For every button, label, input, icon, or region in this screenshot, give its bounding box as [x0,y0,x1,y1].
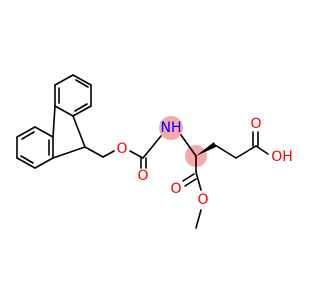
molecule-canvas: O O NH O O O OH [16,74,293,229]
side-chain-bond-1 [214,144,237,159]
stereo-wedge [196,142,216,156]
nitrogen-highlight [159,116,183,140]
ester-carbonyl-oxygen-label: O [170,181,181,197]
ch2-o-bond [102,150,115,158]
fluorene-top-ring [54,74,92,117]
amide-nitrogen-label: NH [161,120,182,136]
ester-c-o-double-1 [182,173,195,182]
carbamate-oxygen-label: O [137,168,148,184]
fluorene-five-ring [52,105,86,159]
o-carbamate-bond [129,150,144,159]
n-calpha-bond [180,134,197,157]
structure-diagram: O O NH O O O OH [16,74,293,229]
ester-c-ome-bond [195,171,202,191]
acid-carbonyl-oxygen-label: O [250,116,261,132]
ester-oxygen-label: O [116,141,127,157]
c9-ch2-bond [84,146,104,158]
side-chain-bond-2 [235,145,257,159]
acid-c-oh-bond [255,145,269,155]
ester-c-o-double-2 [184,178,197,187]
carbamate-c-n-bond [142,135,162,159]
methoxy-oxygen-label: O [197,192,208,208]
fluorene-bottom-ring [16,126,54,169]
o-methyl-bond [195,209,202,229]
acid-hydroxyl-label: OH [271,149,293,165]
